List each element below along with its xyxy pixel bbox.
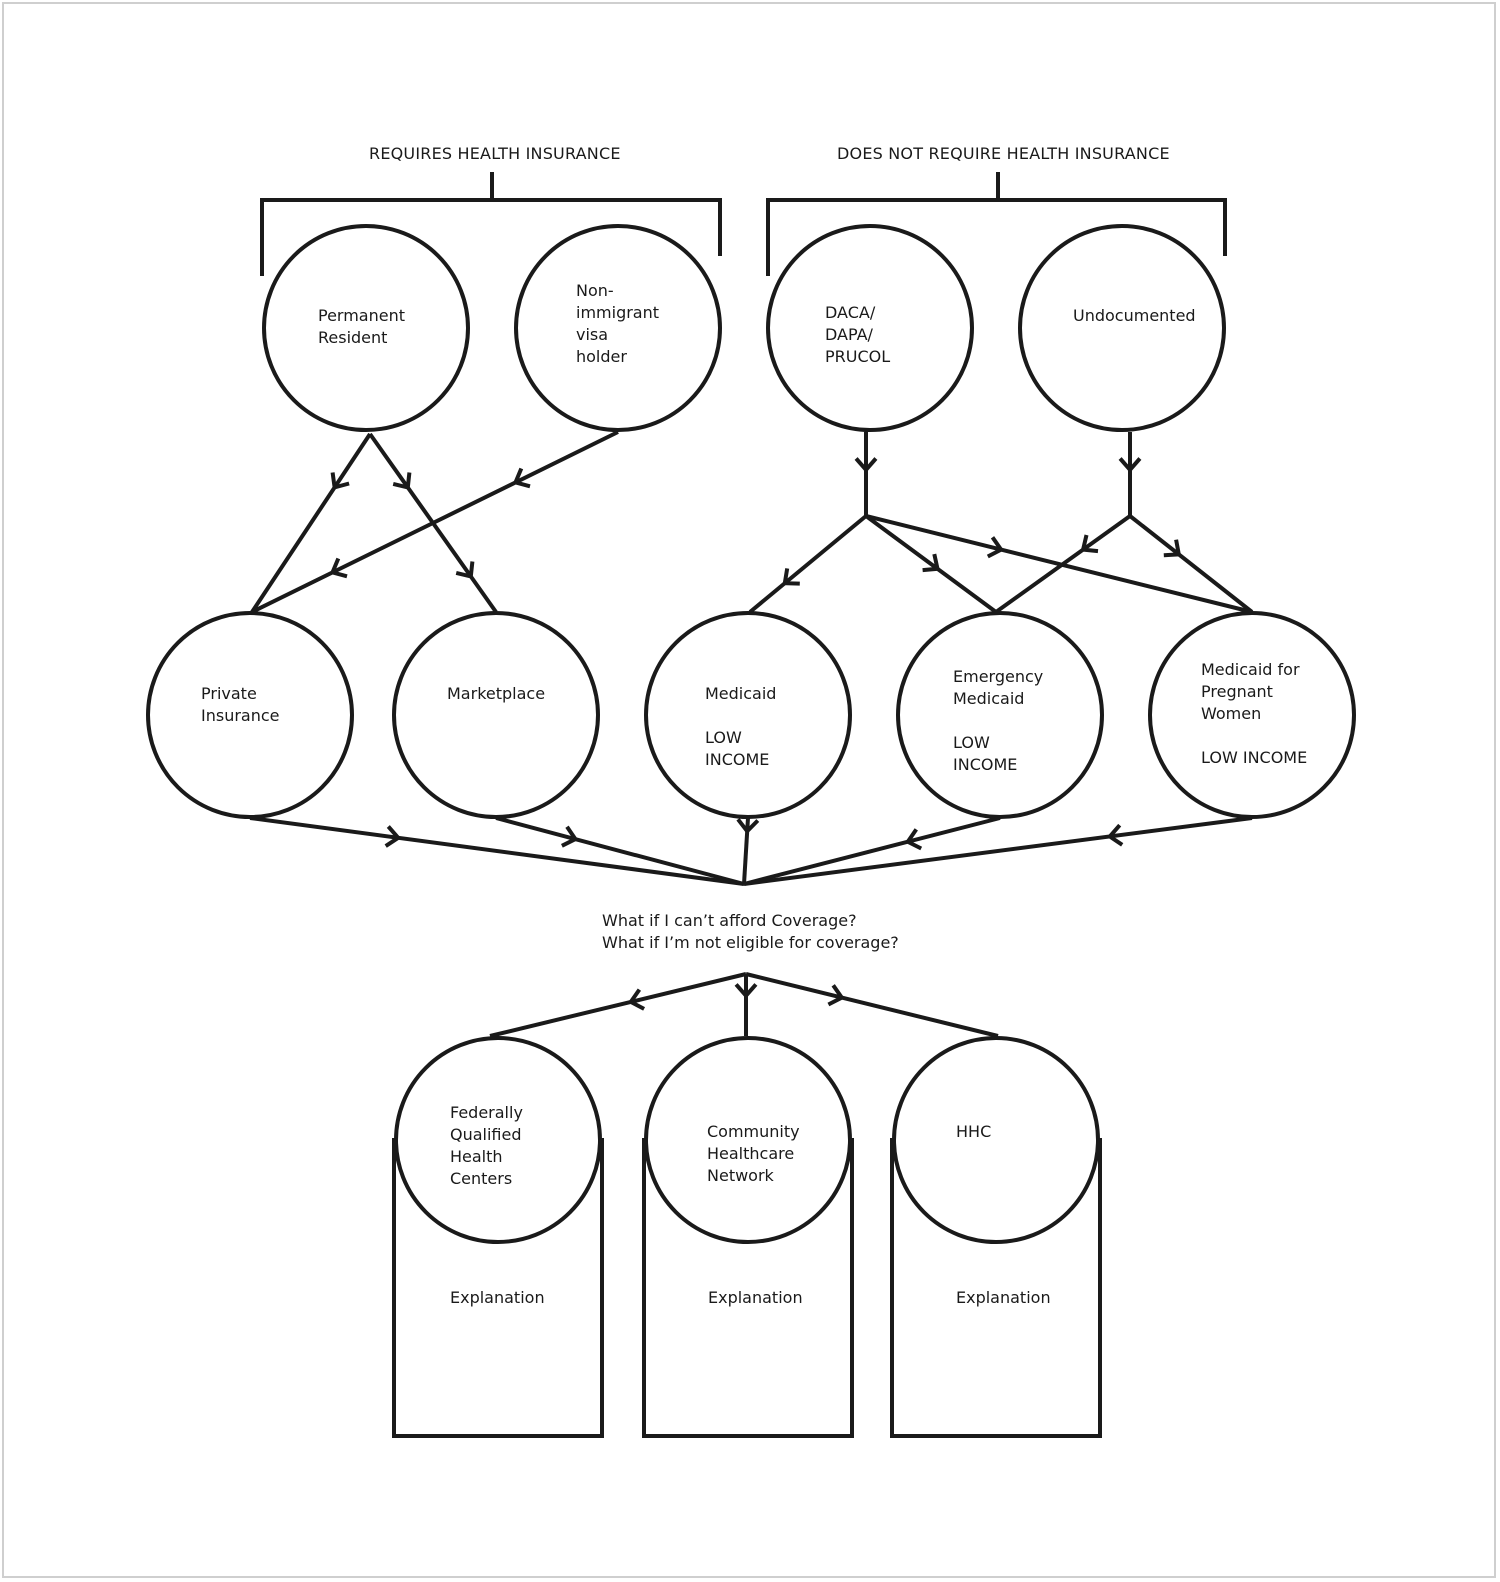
arrow-emergency-question bbox=[904, 828, 923, 851]
circle-permanent-resident bbox=[262, 224, 470, 432]
explanation-chn: Explanation bbox=[708, 1288, 803, 1307]
line-question-hhc bbox=[745, 972, 999, 1038]
line-private-question bbox=[249, 816, 745, 886]
arrow-daca-emergency bbox=[922, 553, 940, 573]
circle-marketplace bbox=[392, 611, 600, 819]
header-not-requires-insurance: DOES NOT REQUIRE HEALTH INSURANCE bbox=[837, 144, 1170, 163]
header-requires-insurance: REQUIRES HEALTH INSURANCE bbox=[369, 144, 621, 163]
label-community-healthcare-network: Community Healthcare Network bbox=[707, 1122, 800, 1185]
explanation-fqhc: Explanation bbox=[450, 1288, 545, 1307]
line-daca-medicaid bbox=[748, 514, 868, 614]
line-daca-emergency bbox=[864, 514, 998, 614]
label-private-insurance: Private Insurance bbox=[201, 684, 280, 725]
label-non-immigrant-visa-holder: Non- immigrant visa holder bbox=[576, 281, 660, 366]
question-text: What if I can’t afford Coverage? What if… bbox=[602, 911, 899, 952]
circle-undocumented bbox=[1018, 224, 1226, 432]
label-undocumented: Undocumented bbox=[1073, 306, 1196, 325]
arrow-daca-down bbox=[854, 457, 878, 473]
line-nonimm-private bbox=[251, 430, 619, 614]
arrow-pr-marketplace-1 bbox=[392, 472, 412, 490]
label-medicaid-pregnant-women: Medicaid for Pregnant Women LOW INCOME bbox=[1201, 660, 1308, 767]
arrow-medicaid-question bbox=[736, 818, 760, 835]
arrow-question-fqhc bbox=[627, 988, 646, 1011]
arrow-daca-medicaid bbox=[782, 568, 800, 586]
line-pr-private bbox=[250, 432, 372, 614]
arrow-undoc-pregnant bbox=[1163, 539, 1182, 558]
circle-emergency-medicaid bbox=[896, 611, 1104, 819]
arrow-question-hhc bbox=[827, 984, 845, 1007]
circle-daca bbox=[766, 224, 974, 432]
arrow-marketplace-question bbox=[561, 825, 579, 848]
arrow-daca-pregnant bbox=[986, 536, 1005, 559]
circle-hhc bbox=[892, 1036, 1100, 1244]
circle-private-insurance bbox=[146, 611, 354, 819]
label-permanent-resident: Permanent Resident bbox=[318, 306, 406, 347]
label-fqhc: Federally Qualified Health Centers bbox=[450, 1103, 523, 1188]
arrow-pr-marketplace-2 bbox=[455, 561, 475, 579]
line-question-fqhc bbox=[489, 972, 747, 1038]
line-pregnant-question bbox=[743, 816, 1253, 886]
bracket-requires bbox=[260, 172, 722, 276]
line-undoc-pregnant bbox=[1128, 514, 1254, 614]
circle-fqhc bbox=[394, 1036, 602, 1244]
explanation-hhc: Explanation bbox=[956, 1288, 1051, 1307]
arrow-undoc-down bbox=[1118, 457, 1142, 473]
arrow-pr-private bbox=[330, 472, 350, 490]
arrow-private-question bbox=[384, 825, 402, 848]
label-marketplace: Marketplace bbox=[447, 684, 546, 703]
line-marketplace-question bbox=[495, 816, 745, 886]
circle-medicaid-pregnant bbox=[1148, 611, 1356, 819]
arrow-pregnant-question bbox=[1106, 823, 1124, 847]
arrow-nonimm-private-1 bbox=[512, 467, 531, 489]
arrow-undoc-emergency bbox=[1080, 534, 1099, 554]
arrow-question-chn bbox=[734, 983, 758, 999]
label-emergency-medicaid: Emergency Medicaid LOW INCOME bbox=[953, 667, 1044, 774]
arrow-nonimm-private-2 bbox=[329, 557, 348, 579]
line-daca-pregnant bbox=[865, 514, 1253, 614]
label-medicaid-low-income: Medicaid LOW INCOME bbox=[705, 684, 777, 769]
label-daca-dapa-prucol: DACA/ DAPA/ PRUCOL bbox=[825, 303, 891, 366]
bracket-not-requires bbox=[766, 172, 1227, 276]
circle-non-immigrant bbox=[514, 224, 722, 432]
line-emergency-question bbox=[743, 816, 1001, 886]
line-undoc-emergency bbox=[994, 514, 1132, 614]
arrow-markers bbox=[329, 457, 1182, 1011]
circle-medicaid bbox=[644, 611, 852, 819]
circle-chn bbox=[644, 1036, 852, 1244]
label-hhc: HHC bbox=[956, 1122, 992, 1141]
